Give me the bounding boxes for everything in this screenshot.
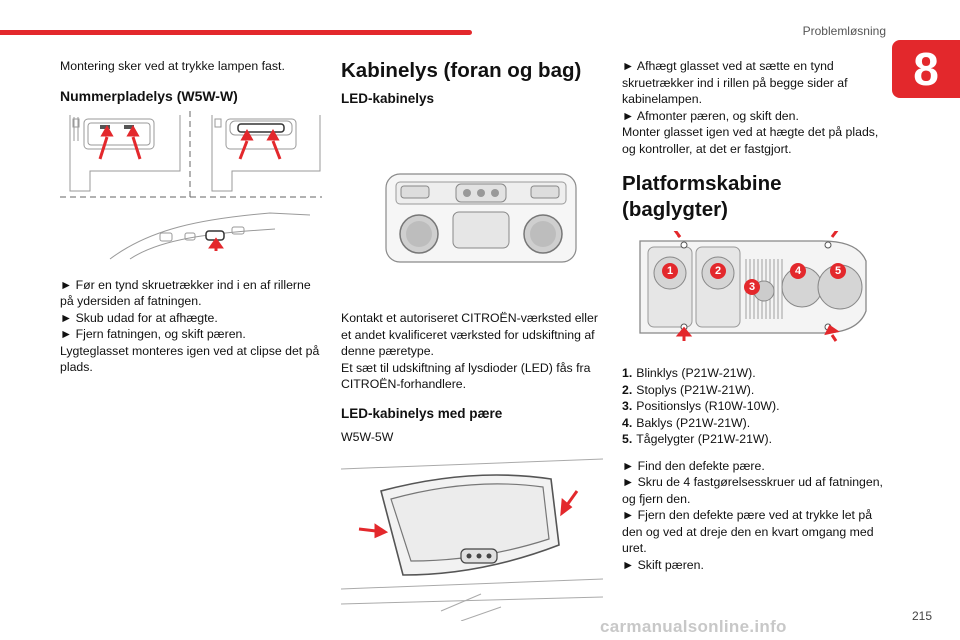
rear-step-4: ► Skift pæren.: [622, 557, 704, 572]
glass-step-1: ► Afhægt glasset ved at sætte en tynd sk…: [622, 59, 848, 106]
column-2: Kabinelys (foran og bag) LED-kabinelys K…: [340, 58, 604, 622]
step-2: ► Skub udad for at afhægte.: [60, 310, 218, 325]
callout-5: 5: [830, 263, 846, 279]
step-1: ► Før en tynd skruetrækker ind i en af r…: [60, 277, 311, 309]
callout-2: 2: [710, 263, 726, 279]
license-plate-heading: Nummerpladelys (W5W-W): [60, 87, 238, 104]
legend-item: 1.Blinklys (P21W-21W).: [622, 366, 756, 380]
rear-step-3: ► Fjern den defekte pære ved at trykke l…: [622, 508, 874, 555]
callout-4: 4: [790, 263, 806, 279]
led-cabin-light-illustration: [341, 116, 603, 288]
cabin-bulb-illustration: [340, 449, 604, 622]
bulb-legend: 1.Blinklys (P21W-21W). 2.Stoplys (P21W-2…: [622, 365, 884, 448]
section-title: Problemløsning: [802, 24, 886, 38]
column-1: Montering sker ved at trykke lampen fast…: [60, 58, 322, 376]
glass-reassembly-note: Monter glasset igen ved at hægte det på …: [622, 125, 879, 156]
legend-item: 2.Stoplys (P21W-21W).: [622, 382, 755, 397]
reassembly-note: Lygteglasset monteres igen ved at clipse…: [60, 343, 320, 375]
page-number: 215: [911, 609, 932, 623]
step-3: ► Fjern fatningen, og skift pæren.: [60, 327, 246, 341]
callout-3: 3: [744, 279, 760, 295]
glass-step-2: ► Afmonter pæren, og skift den.: [622, 108, 799, 123]
led-workshop-note: Kontakt et autoriseret CITROËN-værksted …: [341, 311, 598, 358]
cabin-light-heading: Kabinelys (foran og bag): [341, 59, 582, 82]
platform-cabin-heading: Platformskabine (baglygter): [622, 172, 782, 221]
watermark: carmanualsonline.info: [600, 617, 787, 636]
intro-text: Montering sker ved at trykke lampen fast…: [60, 59, 285, 73]
rear-step-1: ► Find den defekte pære.: [622, 458, 765, 473]
callout-1: 1: [662, 263, 678, 279]
rear-lamp-illustration: 1 2 3 4 5: [622, 228, 884, 343]
license-plate-steps: ► Før en tynd skruetrækker ind i en af r…: [60, 277, 322, 376]
rear-step-2: ► Skru de 4 fastgørelsesskruer ud af fat…: [622, 475, 883, 506]
led-cabin-text: Kontakt et autoriseret CITROËN-værksted …: [341, 310, 603, 393]
bulb-type: W5W-5W: [341, 429, 394, 444]
legend-item: 4.Baklys (P21W-21W).: [622, 415, 751, 430]
rear-lamp-steps: ► Find den defekte pære. ► Skru de 4 fas…: [622, 458, 884, 574]
led-kit-note: Et sæt til udskiftning af lysdioder (LED…: [341, 360, 591, 392]
license-plate-illustration: [60, 110, 322, 263]
legend-item: 5.Tågelygter (P21W-21W).: [622, 432, 773, 446]
legend-item: 3.Positionslys (R10W-10W).: [622, 399, 780, 413]
column-3: ► Afhægt glasset ved at sætte en tynd sk…: [622, 58, 884, 573]
top-accent-bar: [0, 30, 472, 35]
chapter-badge: 8: [892, 40, 960, 98]
led-bulb-subheading: LED-kabinelys med pære: [341, 405, 503, 421]
led-cabin-subheading: LED-kabinelys: [341, 91, 435, 106]
